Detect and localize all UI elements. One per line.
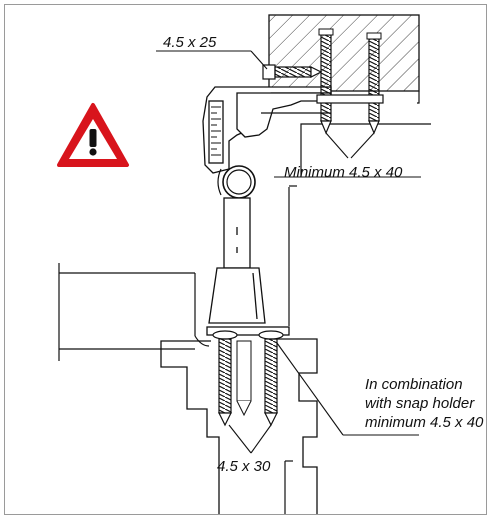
label-top-screw: 4.5 x 25: [163, 34, 217, 51]
frame-screw-right: [366, 32, 382, 135]
hinge-lower-body: [208, 267, 266, 324]
sash-screw-left: [212, 330, 238, 427]
snap-note-line-1: In combination: [365, 376, 463, 393]
frame-screws: [316, 28, 384, 135]
hinge-stem: [223, 197, 251, 269]
snap-note-line-3: minimum 4.5 x 40: [365, 414, 484, 431]
snap-holder-plate: [206, 326, 290, 336]
label-sash-screws: 4.5 x 30: [217, 458, 271, 475]
hinge-assembly-drawing: [57, 14, 431, 514]
top-screw: [262, 64, 323, 80]
leader-lines: [156, 50, 421, 454]
hinge-pivot: [217, 165, 256, 199]
label-snap-holder-note: In combination with snap holder minimum …: [365, 375, 483, 432]
frame-outline: [284, 123, 431, 514]
hinge-upper-bracket: [202, 86, 332, 174]
sash-screws: [212, 330, 284, 427]
warning-triangle-icon: [57, 103, 129, 167]
snap-note-line-2: with snap holder: [365, 395, 475, 412]
top-frame-block: [268, 14, 420, 104]
diagram-frame: 4.5 x 25 Minimum 4.5 x 40 4.5 x 30 In co…: [4, 4, 487, 515]
sash-profile: [160, 338, 318, 514]
adjust-scale: [211, 106, 221, 156]
sash-screw-right: [258, 330, 284, 427]
sash-block: [58, 263, 210, 361]
label-frame-screws: Minimum 4.5 x 40: [284, 164, 403, 181]
frame-screw-left: [318, 28, 334, 135]
